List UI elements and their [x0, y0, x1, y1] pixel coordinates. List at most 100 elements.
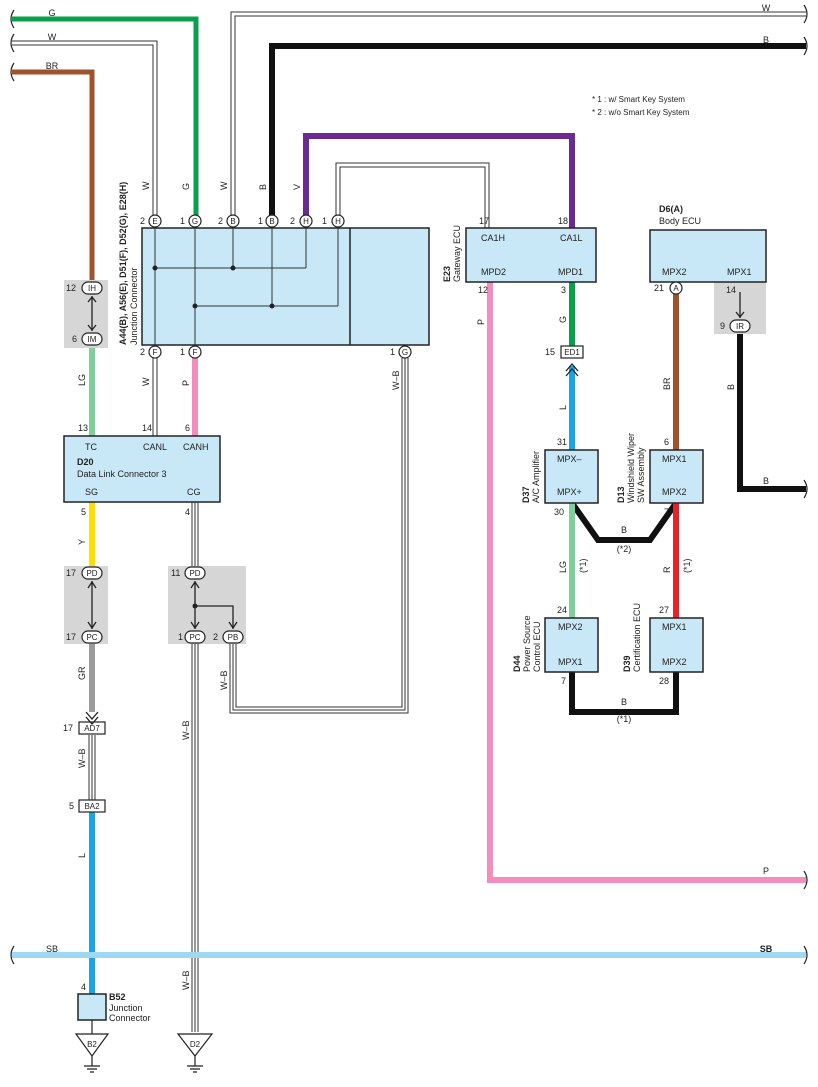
wires [12, 11, 806, 1032]
label-pin_numbers-p7: 7 [664, 507, 669, 517]
label-components-power_ecu-name2: Control ECU [532, 621, 542, 672]
component-boxes [63, 227, 767, 1021]
label-components-gateway-pins-1: CA1L [560, 233, 583, 243]
label-components-wiper-pins-1: MPX2 [662, 487, 687, 497]
label-pin_numbers-p9: 9 [720, 321, 725, 331]
label-wire_labels-b_star2: B [621, 525, 627, 535]
label-wire_labels-lg_star1: LG [558, 561, 568, 573]
body-ecu-box [649, 229, 767, 283]
label-pin_numbers-p14: 14 [726, 285, 736, 295]
wire-w-gateway [336, 163, 489, 228]
label-components-gateway-name: Gateway ECU [452, 225, 462, 282]
label-connectors-f2: F [153, 348, 158, 357]
label-wire_labels-wb_pb: W–B [219, 670, 229, 690]
label-pin_numbers-p1b: 1 [258, 216, 263, 226]
label-wire_labels-sb_left: SB [46, 944, 58, 954]
label-pin_numbers-p1e: 1 [180, 216, 185, 226]
label-pin_numbers-p2h: 2 [290, 216, 295, 226]
power-ecu-box [544, 617, 599, 673]
label-wire_labels-wb_ground: W–B [181, 720, 191, 740]
label-components-cert_ecu-pins-0: MPX1 [662, 622, 687, 632]
label-wire_labels-right_w: W [762, 3, 771, 13]
label-components-b52-name: Junction [109, 1003, 143, 1013]
label-wire_labels-wb_ad7: W–B [77, 748, 87, 768]
label-connectors-g2: G [402, 348, 408, 357]
label-connectors-f1: F [193, 348, 198, 357]
label-pin_numbers-p7b: 7 [561, 676, 566, 686]
dlc3-box [63, 435, 221, 503]
wire-b-ir [737, 330, 806, 492]
wiper-box [649, 449, 704, 504]
label-pin_numbers-p13: 13 [78, 423, 88, 433]
label-connectors-ih: IH [88, 284, 96, 293]
label-pin_numbers-p5: 5 [81, 507, 86, 517]
label-components-power_ecu-pins-1: MPX1 [558, 657, 583, 667]
label-pin_numbers-p17pd: 17 [66, 568, 76, 578]
label-pin_numbers-p4: 4 [185, 507, 190, 517]
wire-w-left [12, 41, 157, 218]
label-pin_numbers-p11pd: 11 [171, 568, 180, 578]
label-components-cert_ecu-code: D39 [622, 655, 632, 672]
label-pin_numbers-p5ba: 5 [69, 801, 74, 811]
label-components-ac_amp-name: A/C Amplifier [531, 451, 541, 503]
label-components-wiper-name2: SW Assembly [636, 447, 646, 503]
label-connectors-pd_l: PD [86, 569, 97, 578]
junction-connector [141, 227, 430, 346]
wire-break-marks [10, 4, 808, 965]
label-components-junction-code: A44(B), A56(E), D51(F), D52(G), E28(H) [118, 182, 128, 345]
label-pin_numbers-p6w: 6 [664, 437, 669, 447]
label-components-wiper-code: D13 [616, 486, 626, 503]
label-connectors-ba2: BA2 [84, 802, 100, 811]
label-pin_numbers-p14c: 14 [142, 423, 152, 433]
label-pin_numbers-p27: 27 [659, 605, 669, 615]
label-wire_labels-b_bottom_tag: (*1) [617, 714, 632, 724]
label-wire_labels-v: V [292, 184, 302, 190]
label-pin_numbers-p6im: 6 [72, 334, 77, 344]
label-components-gateway-pins-2: MPD2 [481, 267, 506, 277]
wire-b-star2 [569, 501, 679, 543]
label-pin_numbers-p2f: 2 [140, 347, 145, 357]
label-wb-ground-lower: W–B [181, 970, 191, 990]
wire-w-right [231, 12, 806, 218]
label-wire_labels-gr: GR [77, 666, 87, 680]
label-pin_numbers-p30: 30 [554, 507, 564, 517]
wire-b-bottom [569, 672, 679, 715]
label-wire_labels-right_b: B [763, 35, 769, 45]
wire-wb-gateway [232, 358, 406, 711]
label-connectors-ground_b2: B2 [87, 1040, 97, 1049]
gateway-ecu-box [465, 227, 597, 283]
label-wire_labels-b_ir: B [726, 384, 736, 390]
label-wire_labels-b1: B [258, 184, 268, 190]
label-wire_labels-g_ed1: G [558, 316, 568, 323]
label-components-gateway-code: E23 [442, 266, 452, 282]
label-components-ac_amp-code: D37 [521, 486, 531, 503]
label-components-body-name: Body ECU [659, 216, 701, 226]
label-wire_labels-r_star1_tag: (*1) [682, 558, 692, 573]
label-wire_labels-l_ac: L [558, 405, 568, 410]
label-pin_numbers-p17: 17 [479, 216, 489, 226]
label-pin_numbers-p2pb: 2 [213, 632, 218, 642]
label-connectors-ir: IR [736, 322, 744, 331]
label-connectors-e1: E [152, 217, 157, 226]
label-pin_numbers-p21: 21 [654, 283, 664, 293]
label-pin_numbers-p15: 15 [545, 347, 555, 357]
label-notes-1: * 2 : w/o Smart Key System [592, 108, 690, 117]
label-components-power_ecu-pins-0: MPX2 [558, 622, 583, 632]
label-components-dlc3-pins-2: CANH [183, 442, 209, 452]
label-wire_labels-w2: W [219, 181, 229, 190]
label-wire_labels-top_w: W [48, 32, 57, 42]
label-components-body-pins-0: MPX2 [662, 267, 687, 277]
label-wire_labels-r_star1: R [662, 566, 672, 573]
label-pin_numbers-p1pc: 1 [178, 632, 183, 642]
label-wire_labels-p_canh: P [181, 380, 191, 386]
b52-box [77, 993, 107, 1021]
cert-ecu-box [649, 617, 704, 673]
label-components-ac_amp-pins-1: MPX+ [557, 487, 582, 497]
wire-g-green [12, 16, 199, 218]
label-components-ac_amp-pins-0: MPX– [557, 454, 582, 464]
label-wire_labels-w_canl: W [141, 377, 151, 386]
label-wire_labels-b_right: B [763, 476, 769, 486]
label-wire_labels-y: Y [77, 539, 87, 545]
label-components-power_ecu-name: Power Source [522, 615, 532, 672]
label-wire_labels-l_left: L [77, 853, 87, 858]
